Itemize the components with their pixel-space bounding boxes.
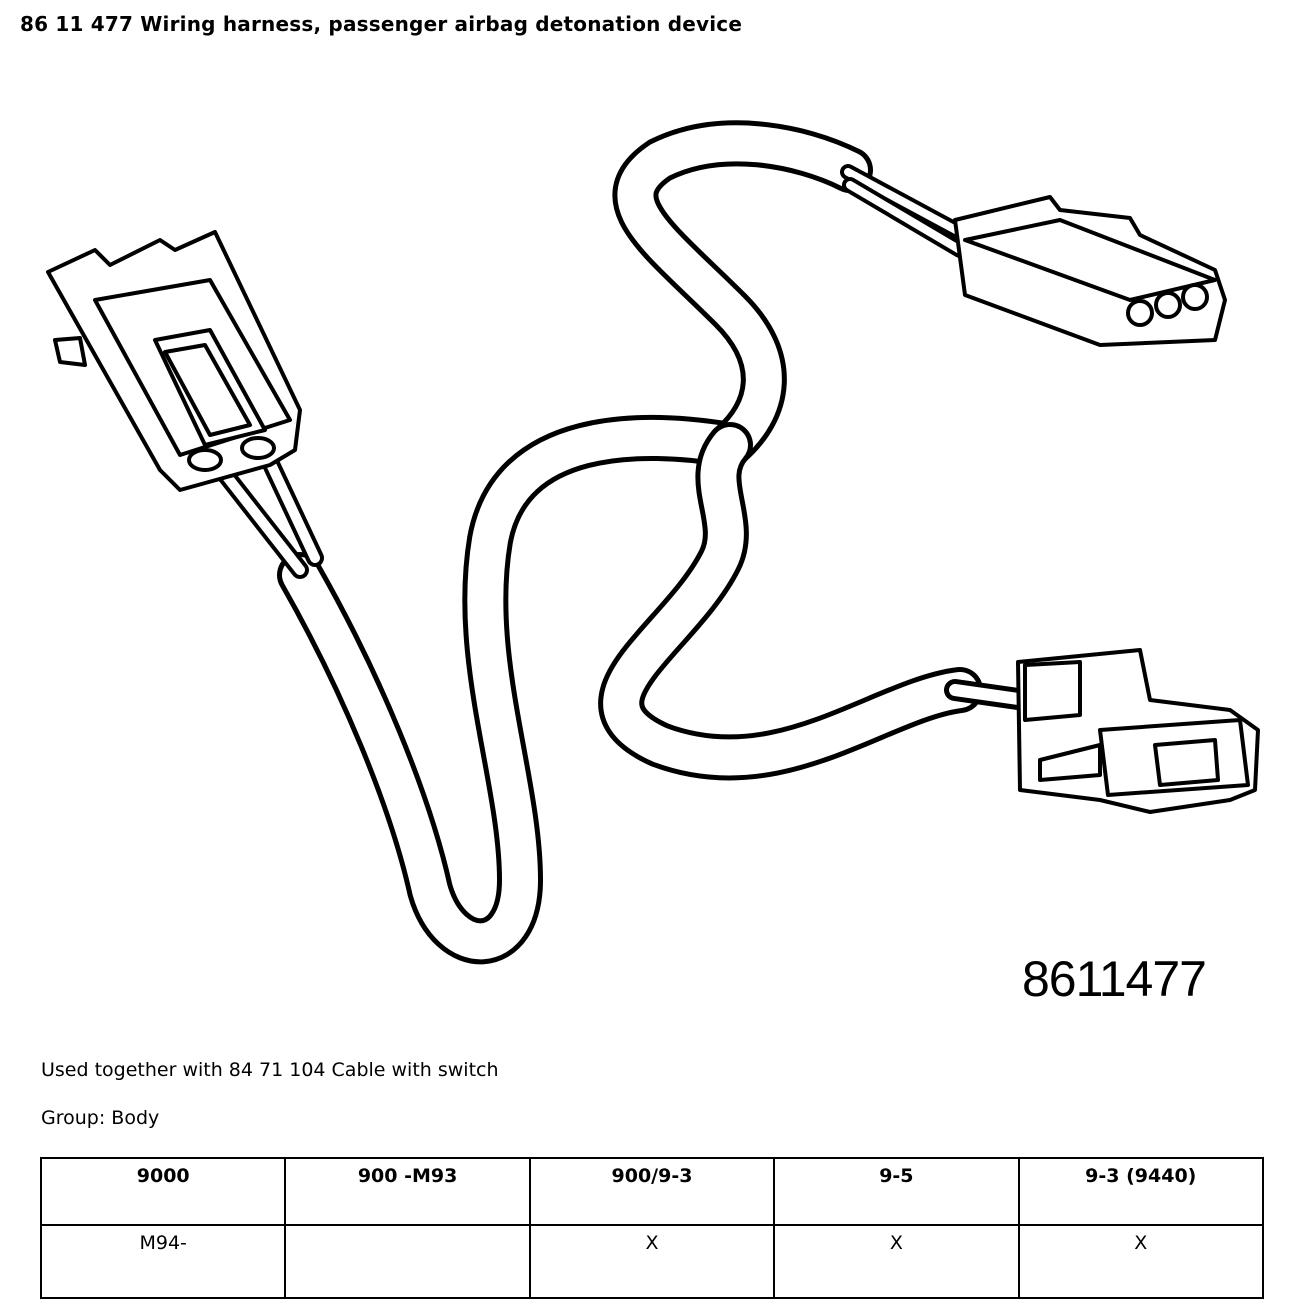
- table-cell: X: [1017, 1224, 1265, 1299]
- page-title: 86 11 477 Wiring harness, passenger airb…: [20, 12, 743, 36]
- airbag-connector-icon: [1016, 648, 1260, 814]
- used-together-note: Used together with 84 71 104 Cable with …: [41, 1059, 499, 1081]
- three-pin-connector-icon: [953, 195, 1227, 347]
- column-header: 9-5: [773, 1157, 1020, 1226]
- column-header: 9000: [39, 1157, 287, 1226]
- part-number-label: 8611477: [1022, 951, 1207, 1007]
- table-header-row: 9000 900 -M93 900/9-3 9-5 9-3 (9440): [39, 1157, 1265, 1226]
- table-row: M94- X X X: [39, 1224, 1265, 1299]
- wiring-harness-drawing: [46, 120, 1260, 965]
- column-header: 900 -M93: [284, 1157, 531, 1226]
- compatibility-table: 9000 900 -M93 900/9-3 9-5 9-3 (9440) M94…: [39, 1157, 1265, 1299]
- table-cell: [284, 1224, 531, 1299]
- column-header: 900/9-3: [528, 1157, 776, 1226]
- table-cell: X: [773, 1224, 1020, 1299]
- two-pin-connector-icon: [46, 230, 302, 492]
- table-cell: X: [528, 1224, 776, 1299]
- group-note: Group: Body: [41, 1107, 160, 1129]
- table-cell: M94-: [39, 1224, 287, 1299]
- column-header: 9-3 (9440): [1017, 1157, 1265, 1226]
